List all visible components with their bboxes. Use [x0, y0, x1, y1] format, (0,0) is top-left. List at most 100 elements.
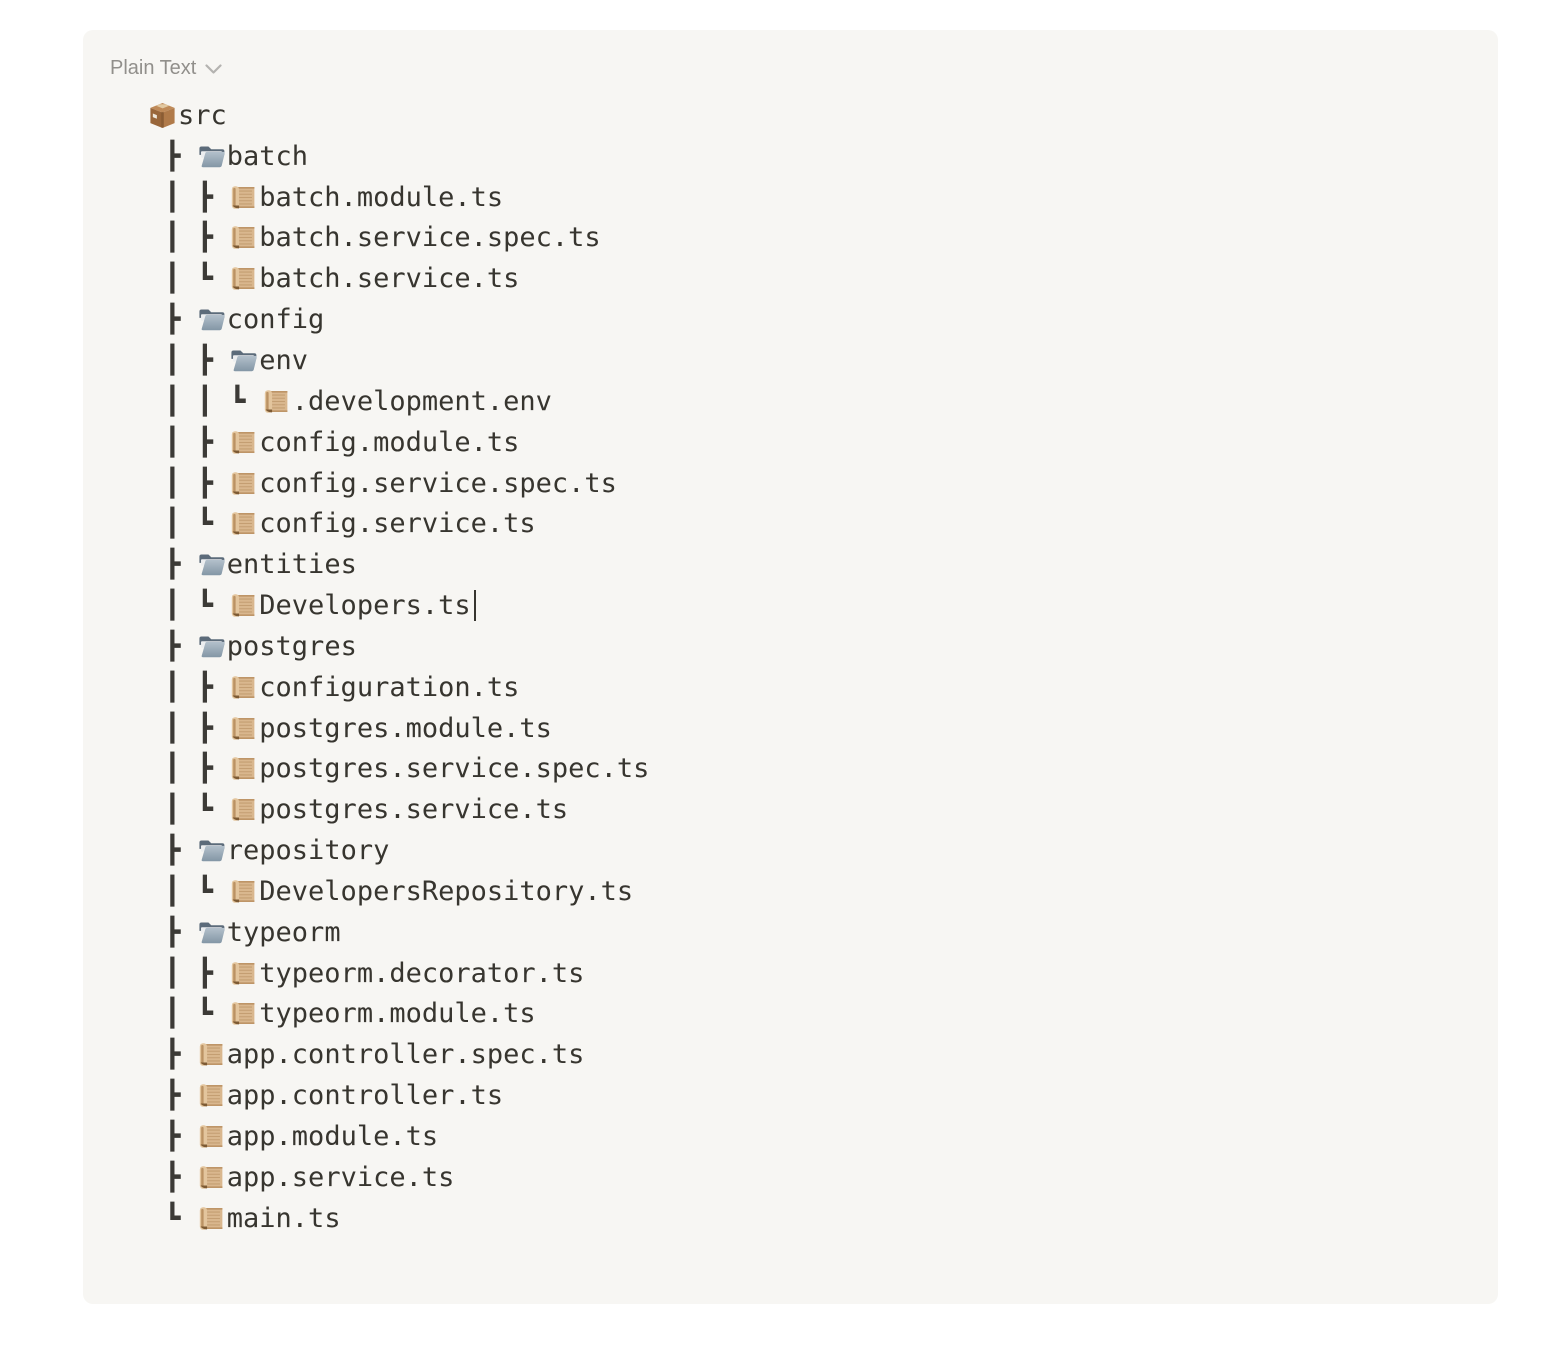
tree-row: ┃ ┣ config.service.spec.ts: [148, 463, 649, 504]
tree-row: ┣ app.module.ts: [148, 1116, 649, 1157]
scroll-icon: [231, 1002, 256, 1026]
language-selector[interactable]: Plain Text: [110, 54, 222, 82]
scroll-icon: [231, 757, 256, 781]
tree-branch-glyphs: ┃ ┣: [148, 671, 230, 703]
tree-row: ┃ ┗ typeorm.module.ts: [148, 994, 649, 1035]
tree-branch-glyphs: ┃ ┣: [148, 344, 230, 376]
file-name: app.module.ts: [226, 1121, 439, 1153]
scroll-icon: [231, 430, 256, 454]
folder-name: postgres: [226, 630, 357, 662]
file-name: config.service.ts: [259, 508, 536, 540]
tree-branch-glyphs: ┃ ┣: [148, 712, 230, 744]
scroll-icon: [231, 593, 256, 618]
open-folder-icon: [199, 309, 225, 331]
folder-name: entities: [226, 549, 357, 581]
tree-row: ┣ batch: [148, 136, 649, 177]
file-name: postgres.service.spec.ts: [259, 753, 650, 785]
tree-row: ┃ ┗ config.service.ts: [148, 503, 649, 544]
tree-row: ┣ config: [148, 299, 649, 340]
folder-name: src: [178, 99, 227, 131]
tree-row: ┃ ┗ Developers.ts: [148, 585, 649, 626]
scroll-icon: [231, 961, 256, 985]
tree-row: ┣ postgres: [148, 626, 649, 667]
file-name: typeorm.module.ts: [259, 998, 536, 1030]
open-folder-icon: [199, 146, 225, 167]
scroll-icon: [231, 716, 256, 740]
tree-row: ┣ entities: [148, 544, 649, 585]
tree-branch-glyphs: ┣: [148, 549, 197, 581]
tree-row: ┃ ┗ postgres.service.ts: [148, 789, 649, 830]
tree-branch-glyphs: ┃ ┗: [148, 590, 230, 622]
tree-branch-glyphs: ┣: [148, 1080, 197, 1112]
tree-row: ┣ repository: [148, 830, 649, 871]
scroll-icon: [199, 1165, 223, 1190]
file-name: app.controller.ts: [226, 1080, 504, 1112]
tree-row: ┃ ┣ postgres.service.spec.ts: [148, 749, 649, 790]
file-name: batch.service.ts: [259, 263, 520, 295]
folder-name: typeorm: [226, 916, 341, 948]
scroll-icon: [199, 1124, 223, 1149]
tree-row: ┃ ┣ typeorm.decorator.ts: [148, 953, 649, 994]
scroll-icon: [231, 266, 256, 291]
tree-row: ┣ typeorm: [148, 912, 649, 953]
tree-row: ┃ ┣ env: [148, 340, 649, 381]
scroll-icon: [231, 226, 256, 250]
scroll-icon: [231, 675, 256, 700]
open-folder-icon: [199, 554, 225, 576]
scroll-icon: [231, 512, 256, 536]
file-tree[interactable]: src ┣ batch ┃ ┣ batch.module.ts ┃ ┣ batc…: [148, 95, 649, 1239]
tree-row: src: [148, 95, 649, 136]
tree-row: ┃ ┃ ┗ .development.env: [148, 381, 649, 422]
file-name: config.module.ts: [259, 426, 520, 458]
tree-row: ┃ ┗ DevelopersRepository.ts: [148, 871, 649, 912]
open-folder-icon: [199, 636, 225, 658]
open-folder-icon: [231, 350, 257, 372]
tree-branch-glyphs: ┃ ┃ ┗: [148, 385, 262, 417]
file-name: .development.env: [291, 385, 552, 417]
file-name: postgres.module.ts: [259, 712, 552, 744]
code-block[interactable]: Plain Text src ┣ batch ┃ ┣ batch.module.…: [83, 30, 1498, 1304]
tree-branch-glyphs: ┣: [148, 1161, 197, 1193]
tree-branch-glyphs: ┣: [148, 1121, 197, 1153]
tree-row: ┃ ┗ batch.service.ts: [148, 258, 649, 299]
tree-row: ┃ ┣ configuration.ts: [148, 667, 649, 708]
tree-branch-glyphs: ┃ ┗: [148, 794, 230, 826]
file-name: app.service.ts: [226, 1161, 455, 1193]
tree-branch-glyphs: ┃ ┣: [148, 181, 230, 213]
scroll-icon: [199, 1206, 223, 1231]
tree-branch-glyphs: ┣: [148, 1039, 197, 1071]
tree-branch-glyphs: ┗: [148, 1202, 197, 1234]
tree-branch-glyphs: ┃ ┗: [148, 998, 230, 1030]
scroll-icon: [199, 1043, 223, 1067]
folder-name: env: [259, 344, 309, 376]
open-folder-icon: [199, 922, 225, 944]
file-name: postgres.service.ts: [259, 794, 569, 826]
tree-branch-glyphs: ┣: [148, 304, 197, 336]
folder-name: config: [226, 304, 325, 336]
file-name: main.ts: [226, 1202, 341, 1234]
scroll-icon: [231, 797, 256, 822]
scroll-icon: [199, 1083, 223, 1108]
tree-branch-glyphs: ┃ ┗: [148, 263, 230, 295]
tree-branch-glyphs: ┃ ┣: [148, 957, 230, 989]
file-name: typeorm.decorator.ts: [259, 957, 585, 989]
tree-row: ┃ ┣ postgres.module.ts: [148, 708, 649, 749]
tree-branch-glyphs: ┃ ┣: [148, 222, 230, 254]
folder-name: repository: [226, 835, 390, 867]
tree-branch-glyphs: ┣: [148, 835, 197, 867]
scroll-icon: [231, 879, 256, 904]
file-name: batch.service.spec.ts: [259, 222, 601, 254]
scroll-icon: [231, 185, 256, 209]
package-icon: [150, 102, 175, 128]
tree-branch-glyphs: ┃ ┗: [148, 875, 230, 907]
tree-branch-glyphs: ┣: [148, 916, 197, 948]
tree-row: ┣ app.controller.ts: [148, 1075, 649, 1116]
tree-row: ┗ main.ts: [148, 1198, 649, 1239]
tree-row: ┣ app.controller.spec.ts: [148, 1034, 649, 1075]
tree-branch-glyphs: ┣: [148, 140, 197, 172]
file-name: DevelopersRepository.ts: [259, 875, 634, 907]
file-name: batch.module.ts: [259, 181, 504, 213]
tree-row: ┣ app.service.ts: [148, 1157, 649, 1198]
open-folder-icon: [199, 840, 225, 862]
